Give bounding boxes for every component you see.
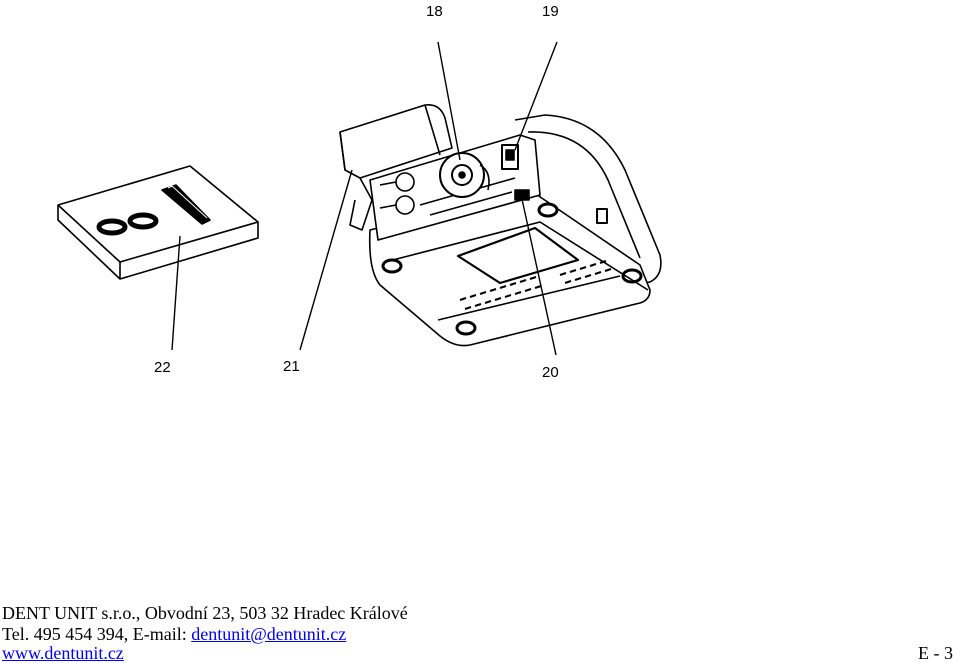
website-line: www.dentunit.cz xyxy=(2,643,124,663)
motor-assembly xyxy=(379,152,490,215)
accessory-box xyxy=(57,165,259,280)
callout-20: 20 xyxy=(542,364,559,381)
device-body xyxy=(368,114,662,347)
exploded-parts-drawing: 18 19 20 21 22 xyxy=(57,3,662,381)
callout-21: 21 xyxy=(283,358,300,375)
contact-line: Tel. 495 454 394, E-mail: dentunit@dentu… xyxy=(2,624,346,644)
page-number: E - 3 xyxy=(918,643,953,663)
callout-19: 19 xyxy=(542,3,559,20)
email-link[interactable]: dentunit@dentunit.cz xyxy=(191,624,347,644)
telephone-text: Tel. 495 454 394, E-mail: xyxy=(2,624,192,644)
lamp-hood xyxy=(339,103,453,231)
company-address: DENT UNIT s.r.o., Obvodní 23, 503 32 Hra… xyxy=(2,603,408,623)
leader-lines xyxy=(171,41,558,356)
website-link[interactable]: www.dentunit.cz xyxy=(2,643,124,663)
callout-18: 18 xyxy=(426,3,443,20)
callout-22: 22 xyxy=(154,359,171,376)
